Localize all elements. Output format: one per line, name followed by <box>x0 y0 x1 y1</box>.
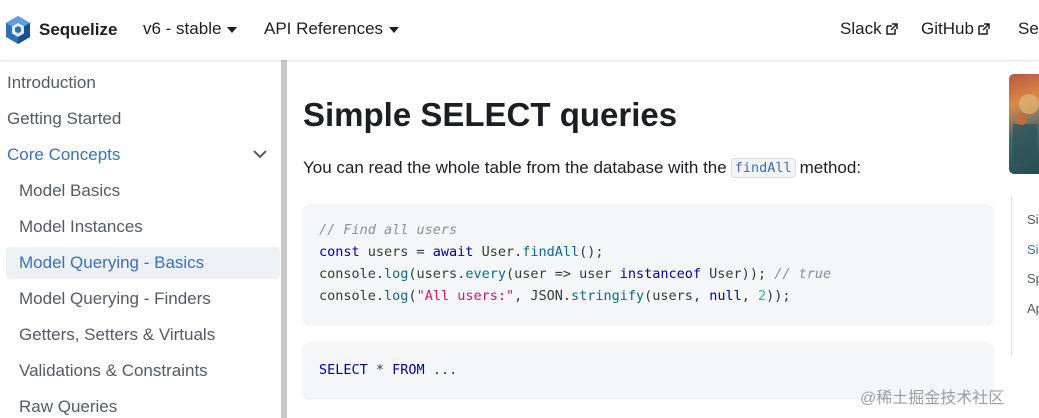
caret-down-icon <box>227 27 238 33</box>
version-dropdown[interactable]: v6 - stable <box>143 19 238 39</box>
code-text: (user => user <box>505 266 620 282</box>
code-keyword: SELECT <box>319 362 368 378</box>
sidebar-item-raw-queries[interactable]: Raw Queries <box>6 391 280 418</box>
code-comment: // true <box>774 266 832 282</box>
code-text: * <box>367 362 393 378</box>
code-string: "All users:" <box>416 288 515 304</box>
code-line: const users = await User.findAll(); <box>319 241 977 263</box>
ad-thumbnail-image[interactable] <box>1009 74 1039 174</box>
code-function: findAll <box>522 244 580 260</box>
api-references-dropdown[interactable]: API References <box>264 19 400 39</box>
code-line: console.log("All users:", JSON.stringify… <box>319 285 977 307</box>
code-keyword: null <box>709 288 742 304</box>
sidebar-item-label: Raw Queries <box>19 397 118 416</box>
watermark-text: @稀土掘金技术社区 <box>860 390 1005 407</box>
code-function: log <box>384 266 409 282</box>
code-keyword: const <box>319 244 360 260</box>
code-keyword: instanceof <box>619 266 702 282</box>
search-label-partial: Se <box>1018 19 1039 38</box>
code-line: // Find all users <box>319 219 977 241</box>
code-comment: // Find all users <box>319 222 458 238</box>
sidebar-item-label: Model Instances <box>19 217 143 236</box>
code-text: User)); <box>701 266 775 282</box>
search-link-partial[interactable]: Se <box>1018 19 1039 39</box>
brand-link[interactable]: Sequelize <box>4 15 117 45</box>
sidebar-item-label: Introduction <box>7 73 96 92</box>
sequelize-logo-icon <box>6 16 30 44</box>
code-function: log <box>384 288 409 304</box>
sidebar-item-model-querying-finders[interactable]: Model Querying - Finders <box>6 283 280 315</box>
code-text: console. <box>319 266 385 282</box>
code-block-sql: SELECT * FROM ... <box>303 342 993 398</box>
slack-link[interactable]: Slack <box>840 19 898 39</box>
code-line: console.log(users.every(user => user ins… <box>319 263 977 285</box>
sidebar-scrollbar[interactable] <box>281 60 287 418</box>
slack-label: Slack <box>840 19 882 38</box>
github-link[interactable]: GitHub <box>921 19 990 39</box>
sidebar-item-label: Model Querying - Finders <box>19 289 211 308</box>
intro-paragraph: You can read the whole table from the da… <box>303 158 861 178</box>
main-content: Simple SELECT queries You can read the w… <box>303 60 993 418</box>
code-block-js: // Find all users const users = await Us… <box>303 204 993 324</box>
github-label: GitHub <box>921 19 974 38</box>
thumbnail-illustration-icon <box>1013 94 1039 164</box>
sidebar-item-introduction[interactable]: Introduction <box>0 67 280 99</box>
toc-item-active[interactable]: Si <box>1027 242 1039 257</box>
sidebar-item-label: Getting Started <box>7 109 122 128</box>
sidebar-item-label: Core Concepts <box>7 145 121 164</box>
sidebar-item-model-querying-basics[interactable]: Model Querying - Basics <box>6 247 280 279</box>
page-title: Simple SELECT queries <box>303 96 678 133</box>
code-keyword: FROM <box>392 362 425 378</box>
sidebar-item-model-basics[interactable]: Model Basics <box>6 175 280 207</box>
chevron-down-icon[interactable] <box>252 148 268 160</box>
code-text: )); <box>766 288 791 304</box>
sidebar-item-getting-started[interactable]: Getting Started <box>0 103 280 135</box>
sidebar-item-label: Validations & Constraints <box>19 361 208 380</box>
sidebar-item-label: Getters, Setters & Virtuals <box>19 325 216 344</box>
code-keyword: await <box>432 244 474 260</box>
code-text: ... <box>424 362 458 378</box>
version-label: v6 - stable <box>143 19 222 38</box>
sidebar-item-label: Model Querying - Basics <box>19 253 205 272</box>
code-text: console. <box>319 288 385 304</box>
code-text: (); <box>579 244 604 260</box>
inline-code-findall: findAll <box>730 158 796 178</box>
paragraph-text: method: <box>799 158 862 177</box>
sidebar-item-getters-setters-virtuals[interactable]: Getters, Setters & Virtuals <box>6 319 280 351</box>
code-function: stringify <box>571 288 645 304</box>
code-text: , <box>741 288 758 304</box>
sidebar-item-validations-constraints[interactable]: Validations & Constraints <box>6 355 280 387</box>
code-text: User. <box>473 244 523 260</box>
sidebar-item-label: Model Basics <box>19 181 121 200</box>
toc-item[interactable]: Sp <box>1027 271 1039 286</box>
code-line: SELECT * FROM ... <box>319 359 977 381</box>
code-number: 2 <box>757 288 767 304</box>
sidebar: Introduction Getting Started Core Concep… <box>0 60 281 418</box>
external-link-icon <box>885 23 898 35</box>
code-text: ( <box>408 288 417 304</box>
caret-down-icon <box>389 27 400 33</box>
table-of-contents: Si Si Sp Ap <box>1011 196 1039 356</box>
navbar: Sequelize v6 - stable API References Sla… <box>0 0 1039 60</box>
toc-item[interactable]: Ap <box>1027 301 1039 316</box>
external-link-icon <box>978 23 990 35</box>
code-function: every <box>465 266 506 282</box>
paragraph-text: You can read the whole table from the da… <box>303 158 727 177</box>
code-text: users = <box>359 244 433 260</box>
sidebar-category-core-concepts[interactable]: Core Concepts <box>0 139 280 171</box>
brand-name: Sequelize <box>39 20 118 39</box>
toc-item[interactable]: Si <box>1027 212 1039 227</box>
code-text: (users. <box>408 266 466 282</box>
sidebar-item-model-instances[interactable]: Model Instances <box>6 211 280 243</box>
api-references-label: API References <box>264 19 384 38</box>
code-text: (users, <box>644 288 710 304</box>
code-text: , JSON. <box>514 288 572 304</box>
